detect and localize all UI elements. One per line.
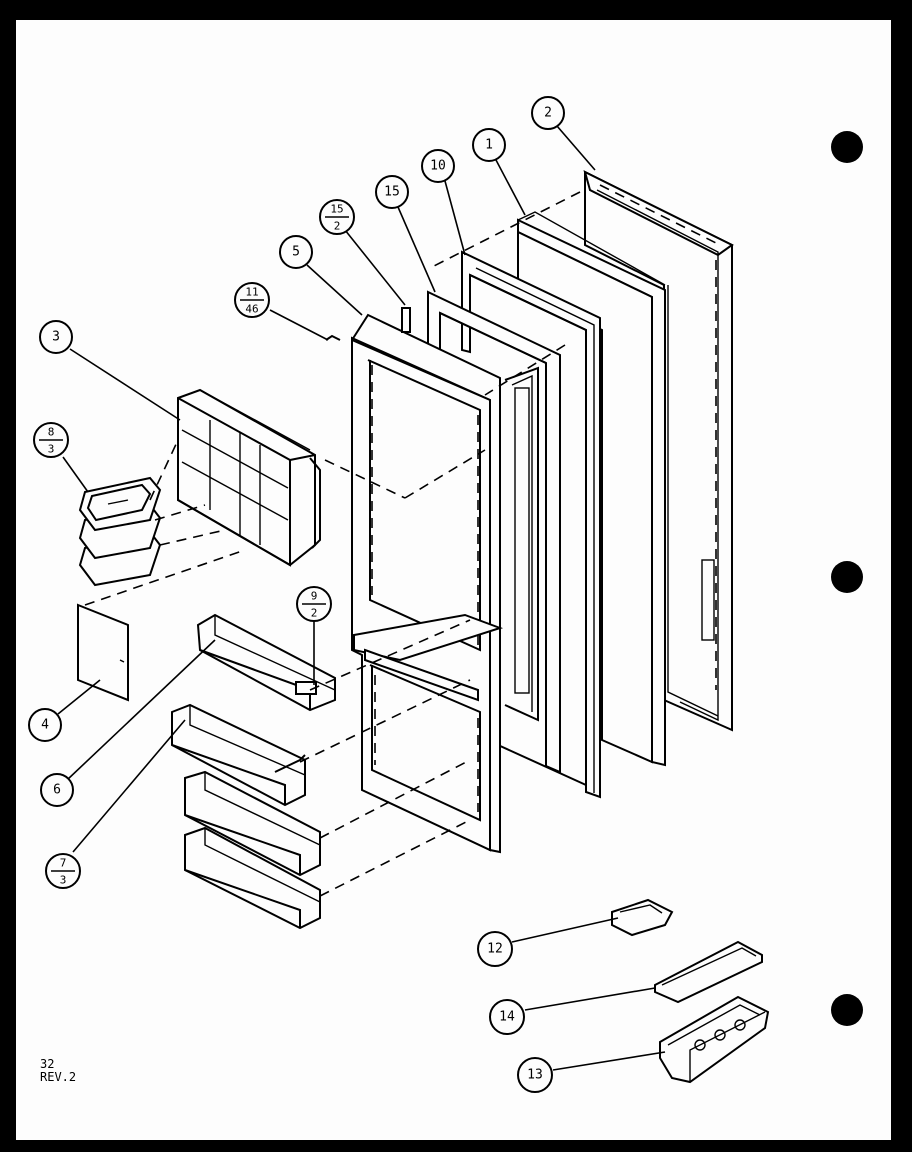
callout-7-3-bottom: 3	[60, 874, 67, 887]
callout-6: 6	[40, 773, 74, 807]
binder-hole	[831, 994, 863, 1026]
callout-9-2: 9 2	[296, 586, 332, 622]
part-5-door-liner	[351, 313, 504, 854]
callout-7-3-top: 7	[60, 857, 67, 870]
callout-11-46: 11 46	[234, 282, 270, 318]
callout-1-label: 1	[485, 138, 493, 153]
callout-6-label: 6	[53, 783, 61, 798]
callout-3-label: 3	[52, 330, 60, 345]
part-13-bucket	[659, 995, 770, 1084]
page-number: 32	[40, 1057, 55, 1071]
callout-16-label: 15	[384, 185, 400, 200]
callout-11-46-bottom: 46	[245, 303, 258, 316]
callout-3: 3	[39, 320, 73, 354]
callout-2: 2	[531, 96, 565, 130]
part-11-clip	[325, 334, 341, 341]
binder-hole	[831, 131, 863, 163]
part-7-shelf-lower	[184, 826, 321, 930]
binder-holes	[831, 131, 863, 1026]
callout-10: 10	[421, 149, 455, 183]
revision-label: REV.2	[40, 1070, 77, 1084]
part-14-cover	[654, 940, 763, 1004]
part-12-tray	[611, 898, 674, 937]
callout-15-2-bottom: 2	[334, 220, 341, 233]
callout-15-2: 15 2	[319, 199, 355, 235]
callout-16: 15	[375, 175, 409, 209]
part-6-tray	[196, 613, 336, 712]
callout-11-46-top: 11	[245, 286, 258, 299]
callout-7-3: 7 3	[45, 853, 81, 889]
callout-15-2-top: 15	[330, 203, 343, 216]
binder-hole	[831, 561, 863, 593]
callout-8-3-bottom: 3	[48, 443, 55, 456]
callout-10-label: 10	[430, 159, 446, 174]
callout-12: 12	[477, 931, 513, 967]
part-3-bin-frame	[177, 388, 321, 567]
callout-5: 5	[279, 235, 313, 269]
callout-4: 4	[28, 708, 62, 742]
callout-9-2-top: 9	[311, 590, 318, 603]
callout-8-3-top: 8	[48, 426, 55, 439]
part-15-strip	[401, 307, 411, 333]
callout-1: 1	[472, 128, 506, 162]
callout-5-label: 5	[292, 245, 300, 260]
part-7-shelf-upper	[171, 703, 306, 807]
callout-13: 13	[517, 1057, 553, 1093]
callout-13-label: 13	[527, 1068, 543, 1083]
alignment-lines	[84, 191, 581, 897]
callout-14: 14	[489, 999, 525, 1035]
part-8-containers	[78, 476, 162, 587]
callout-4-label: 4	[41, 718, 49, 733]
callout-9-2-bottom: 2	[311, 607, 318, 620]
part-4-cover	[77, 603, 129, 702]
callout-2-label: 2	[544, 106, 552, 121]
callout-14-label: 14	[499, 1010, 515, 1025]
callout-8-3: 8 3	[33, 422, 69, 458]
callout-12-label: 12	[487, 942, 503, 957]
part-7-shelf-middle	[184, 770, 321, 877]
leader-lines	[57, 125, 666, 1071]
